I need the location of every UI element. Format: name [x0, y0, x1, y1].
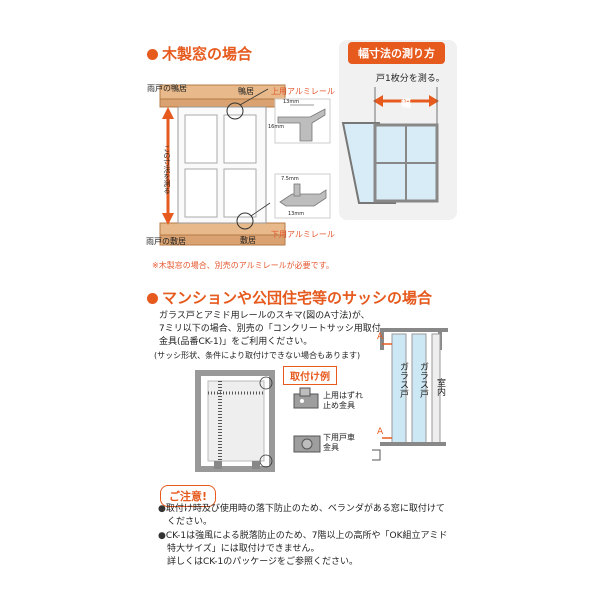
sash-section-diagram — [372, 328, 448, 461]
mansion-line-1: ガラス戸とアミド用レールのスキマ(図のA寸法)が、 — [159, 311, 370, 321]
marker-a-top: A — [377, 332, 384, 342]
room-label: 室内 — [435, 378, 445, 396]
upper-rail-detail — [274, 98, 331, 144]
example-tag: 取付け例 — [283, 366, 337, 385]
lower-part-label-1: 下用戸車 — [323, 433, 355, 442]
caution-bullet-2-cont: 特大サイズ」には取付けできません。 — [167, 544, 320, 554]
measure-illustration — [341, 87, 439, 204]
bullet-dot-icon — [147, 293, 158, 304]
dim-13mm-top: 13mm — [283, 99, 300, 105]
lower-rail-label: 下用アルミレール — [271, 230, 335, 239]
wood-section-title: 木製窓の場合 — [147, 43, 252, 64]
dim-13mm-bottom: 13mm — [288, 211, 305, 217]
shikii-label: 敷居 — [240, 236, 256, 245]
measure-title: 幅寸法の測り方 — [348, 42, 445, 64]
lower-rail-detail — [274, 173, 331, 219]
mansion-line-2: 7ミリ以下の場合、別売の「コンクリートサッシ用取付 — [159, 324, 381, 334]
caution-title: ご注意! — [160, 485, 217, 507]
measure-this-label: この寸法を測る — [163, 145, 171, 194]
caution-bullet-1-cont: ください。 — [167, 517, 213, 527]
dim-16mm: 16mm — [268, 124, 285, 130]
glass-door-label-1: ガラス戸 — [398, 362, 408, 398]
screen-door-illustration — [195, 370, 275, 472]
mansion-section-title: マンションや公団住宅等のサッシの場合 — [147, 287, 432, 308]
marker-a-bottom: A — [377, 427, 384, 437]
width-label: 幅 — [401, 99, 411, 110]
wood-window-illustration — [159, 84, 286, 246]
caution-bullet-2: ●CK-1は強風による脱落防止のため、7階以上の高所や「OK組立アミド — [158, 531, 448, 541]
wood-note: ※木製窓の場合、別売のアルミレールが必要です。 — [152, 261, 334, 270]
kamoi-label: 鴨居 — [238, 87, 254, 96]
upper-part-label-2: 止め金具 — [323, 401, 355, 410]
glass-door-label-2: ガラス戸 — [418, 362, 428, 398]
bullet-dot-icon — [147, 49, 158, 60]
top-rail-label: 雨戸の鴨居 — [147, 84, 187, 93]
lower-roller-icon — [293, 435, 321, 453]
mansion-line-4: (サッシ形状、条件により取付けできない場合もあります) — [154, 351, 361, 360]
caution-bullet-2-ref: 詳しくはCK-1のパッケージをご参照ください。 — [167, 557, 359, 567]
bottom-rail-label: 雨戸の敷居 — [146, 237, 186, 246]
lower-part-label-2: 金具 — [323, 443, 339, 452]
caution-bullet-1: ●取付け時及び使用時の落下防止のため、ベランダがある窓に取付けて — [158, 504, 445, 514]
upper-rail-label: 上用アルミレール — [271, 87, 335, 96]
mansion-line-3: 金具(品番CK-1)」をご利用ください。 — [159, 337, 313, 347]
upper-part-label-1: 上用はずれ — [323, 391, 363, 400]
measure-text: 戸1枚分を測る。 — [376, 74, 445, 84]
dim-75mm: 7.5mm — [281, 176, 299, 182]
upper-bracket-icon — [293, 387, 319, 409]
